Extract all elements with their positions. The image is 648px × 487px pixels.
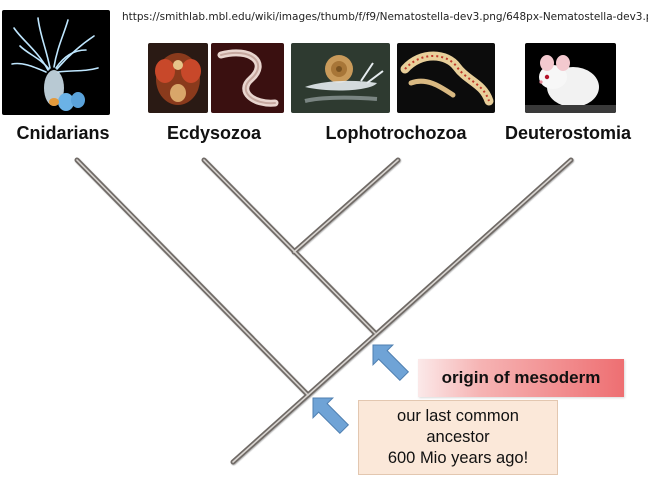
white-mouse-icon [525,55,616,113]
insect-head-icon [155,53,201,105]
snail-photo [291,43,390,113]
polychaete-worm-icon [400,51,494,106]
label-deuterostomia: Deuterostomia [504,123,632,143]
label-cnidarians: Cnidarians [16,123,110,143]
label-ecdysozoa: Ecdysozoa [166,123,262,143]
mouse-photo [525,43,616,113]
ancestor-line-1: our last common [397,407,519,425]
nematode-worm-icon [217,49,279,107]
insect-head-photo [148,43,208,113]
mesoderm-label: origin of mesoderm [441,368,601,387]
ancestor-line-2: ancestor [426,428,490,446]
ancestor-callout: our last common ancestor 600 Mio years a… [358,400,558,475]
ancestor-arrow [312,397,350,435]
polychaete-photo [397,43,495,113]
label-lophotrochozoa: Lophotrochozoa [325,123,467,143]
nematode-photo [211,43,284,113]
snail-icon [304,55,384,103]
ancestor-line-3: 600 Mio years ago! [387,449,529,467]
sea-anemone-photo [2,10,110,115]
image-url: https://smithlab.mbl.edu/wiki/images/thu… [122,11,648,23]
mesoderm-arrow [372,344,410,382]
sea-anemone-icon [11,17,99,111]
mesoderm-callout: origin of mesoderm [418,359,624,397]
